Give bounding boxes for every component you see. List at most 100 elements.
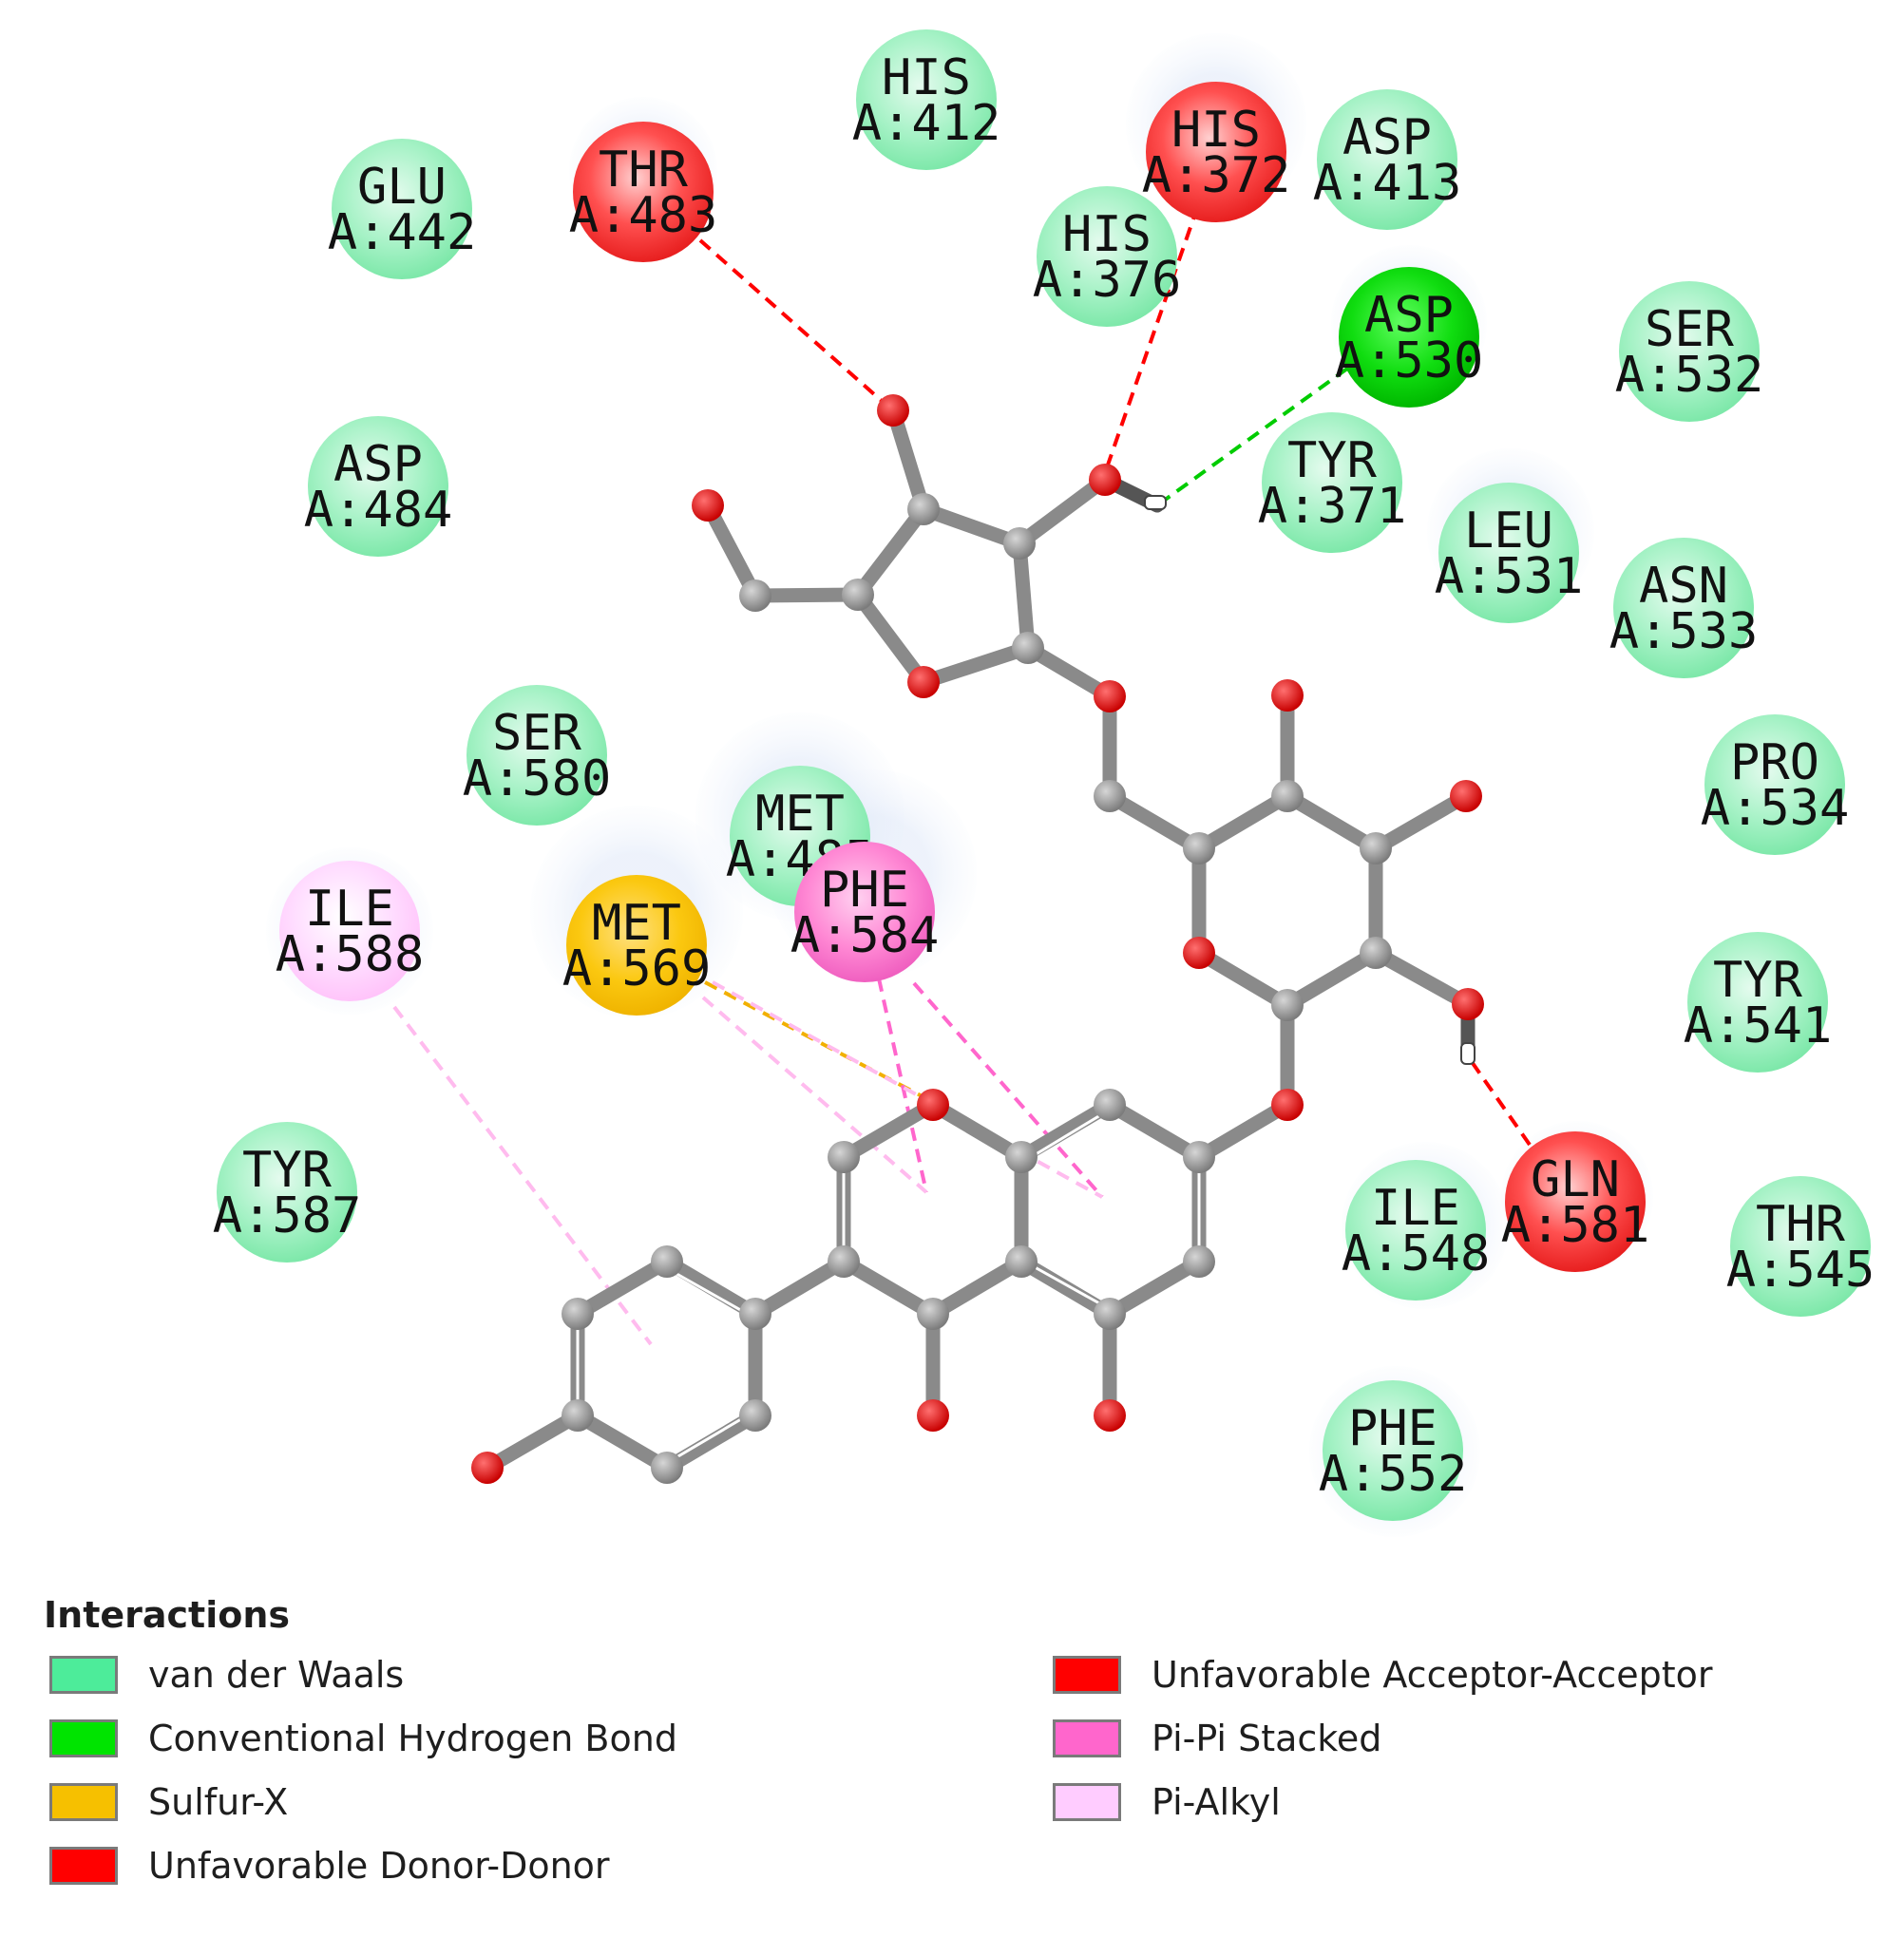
legend-swatch: [1053, 1719, 1121, 1757]
residue-disc: [566, 875, 707, 1016]
residue-number: A:532: [1615, 347, 1764, 404]
ligand-atoms: [471, 394, 1484, 1484]
residue-disc: [466, 685, 607, 826]
residue-number: A:548: [1342, 1225, 1491, 1282]
legend-item-vdw: van der Waals: [49, 1653, 404, 1697]
residue-number: A:372: [1142, 147, 1291, 204]
carbon-atom: [917, 1298, 949, 1330]
legend-swatch: [49, 1783, 118, 1821]
legend-label: Pi-Alkyl: [1152, 1781, 1281, 1823]
residue-disc: [217, 1122, 357, 1263]
legend-label: Unfavorable Acceptor-Acceptor: [1152, 1654, 1713, 1696]
residue-name: SER: [492, 705, 582, 762]
residue-name: ASP: [333, 436, 423, 493]
residue-disc: [1262, 412, 1402, 553]
carbon-atom: [1271, 989, 1304, 1021]
interaction-diagram: HISA:412GLUA:442THRA:483HISA:372ASPA:413…: [213, 29, 1875, 1537]
residue-number: A:587: [213, 1187, 362, 1244]
oxygen-atom: [1089, 464, 1121, 496]
residue-name: LEU: [1464, 503, 1553, 560]
residue-number: A:533: [1609, 603, 1759, 660]
legend-item-pialkyl: Pi-Alkyl: [1053, 1780, 1281, 1824]
oxygen-atom: [917, 1089, 949, 1121]
residue-name: TYR: [1713, 952, 1803, 1009]
residue-name: HIS: [1171, 102, 1261, 159]
residue-name: HIS: [882, 49, 971, 106]
oxygen-atom: [471, 1452, 504, 1484]
legend-title: Interactions: [44, 1594, 291, 1636]
met569-pialkyl-line-1: [701, 996, 928, 1194]
oxygen-atom: [1183, 937, 1215, 969]
carbon-atom: [1003, 527, 1036, 560]
legend-item-pipi: Pi-Pi Stacked: [1053, 1717, 1381, 1760]
legend-label: van der Waals: [148, 1654, 405, 1696]
carbon-atom: [1183, 1245, 1215, 1278]
carbon-atom: [1005, 1141, 1038, 1173]
residue-disc: [1345, 1160, 1486, 1301]
legend-item-sulfur: Sulfur-X: [49, 1780, 288, 1824]
residue-disc: [1687, 932, 1828, 1073]
carbon-atom: [1271, 780, 1304, 812]
carbon-atom: [1360, 832, 1392, 864]
residue-name: PRO: [1730, 734, 1819, 791]
asp530-hbond-line: [1155, 367, 1349, 507]
carbon-atom: [739, 1399, 771, 1432]
residue-number: A:584: [790, 907, 940, 964]
oxygen-atom: [1094, 680, 1126, 712]
legend-item-aa: Unfavorable Acceptor-Acceptor: [1053, 1653, 1713, 1697]
residue-number: A:442: [328, 204, 477, 261]
oxygen-atom: [917, 1399, 949, 1432]
oxygen-atom: [692, 489, 724, 522]
residue-name: THR: [599, 142, 689, 199]
carbon-atom: [1094, 1298, 1126, 1330]
residue-name: PHE: [1348, 1400, 1438, 1457]
residue-name: ASN: [1639, 558, 1728, 615]
residue-number: A:531: [1435, 548, 1584, 605]
residue-name: GLN: [1531, 1151, 1620, 1208]
phe584-pipi-line-1: [877, 978, 928, 1193]
residue-disc: [1438, 483, 1579, 623]
residue-number: A:541: [1684, 997, 1833, 1054]
residue-disc: [1619, 281, 1760, 422]
residue-number: A:484: [304, 482, 453, 539]
legend-swatch: [1053, 1656, 1121, 1694]
carbon-atom: [1183, 1141, 1215, 1173]
residue-number: A:376: [1033, 252, 1182, 309]
oxygen-atom: [1271, 1089, 1304, 1121]
phe584-pipi-line-2: [912, 981, 1104, 1199]
oxygen-atom: [907, 666, 940, 698]
residue-number: A:580: [463, 750, 612, 807]
residue-name: PHE: [820, 862, 909, 919]
legend-item-dd: Unfavorable Donor-Donor: [49, 1844, 610, 1888]
oxygen-atom: [1271, 679, 1304, 712]
residue-disc: [332, 139, 472, 279]
residue-disc: [856, 29, 997, 170]
residue-number: A:545: [1726, 1242, 1875, 1299]
double-bond-marks: [576, 1108, 1201, 1465]
residue-disc: [1037, 186, 1177, 327]
legend-label: Conventional Hydrogen Bond: [148, 1718, 677, 1759]
residue-name: ASP: [1364, 287, 1454, 344]
residue-name: ASP: [1342, 109, 1432, 166]
residue-name: SER: [1645, 301, 1735, 358]
legend-label: Sulfur-X: [148, 1781, 289, 1823]
residue-number: A:412: [852, 95, 1001, 152]
residue-number: A:552: [1319, 1446, 1468, 1503]
residue-number: A:581: [1501, 1197, 1650, 1254]
hydrogen-atom: [1144, 495, 1167, 510]
carbon-atom: [651, 1452, 683, 1484]
residue-name: HIS: [1062, 206, 1152, 263]
